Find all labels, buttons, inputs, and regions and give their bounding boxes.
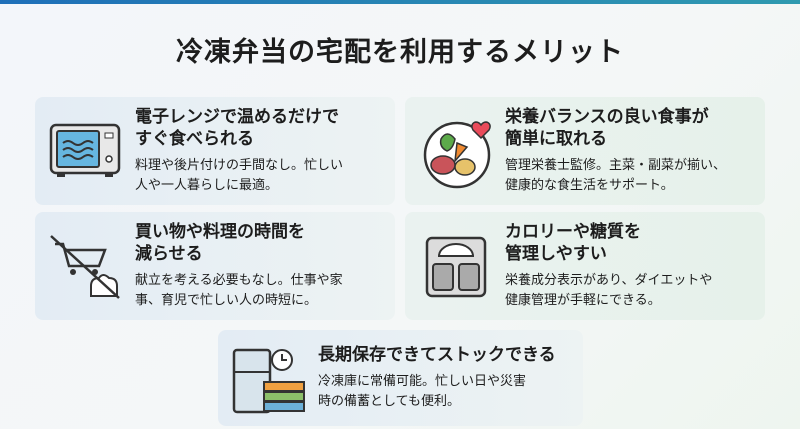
card-description: 料理や後片付けの手間なし。忙しい 人や一人暮らしに最適。 [135,158,344,193]
no-shopping-cooking-icon [50,235,120,299]
benefit-card-nutrition: 栄養バランスの良い食事が 簡単に取れる 管理栄養士監修。主菜・副菜が揃い、 健康… [405,97,765,205]
card-description: 管理栄養士監修。主菜・副菜が揃い、 健康的な食生活をサポート。 [505,158,727,193]
benefit-card-microwave: 電子レンジで温めるだけで すぐ食べられる 料理や後片付けの手間なし。忙しい 人や… [35,97,395,205]
card-heading: カロリーや糖質を 管理しやすい [505,222,641,264]
card-heading: 電子レンジで温めるだけで すぐ食べられる [135,107,339,149]
balanced-plate-icon [423,121,491,189]
freezer-stock-icon [232,348,305,414]
card-heading: 栄養バランスの良い食事が 簡単に取れる [505,107,709,149]
page-title: 冷凍弁当の宅配を利用するメリット [176,37,624,68]
microwave-icon [49,123,121,177]
card-heading: 長期保存できてストックできる [318,345,556,365]
benefit-card-storage: 長期保存できてストックできる 冷凍庫に常備可能。忙しい日や災害 時の備蓄としても… [218,330,583,426]
benefit-card-calorie: カロリーや糖質を 管理しやすい 栄養成分表示があり、ダイエットや 健康管理が手軽… [405,212,765,320]
card-heading: 買い物や料理の時間を 減らせる [135,222,305,264]
card-description: 献立を考える必要もなし。仕事や家 事、育児で忙しい人の時短に。 [135,273,343,308]
scale-icon [425,236,487,298]
top-accent-bar [0,0,800,4]
benefit-card-time-saving: 買い物や料理の時間を 減らせる 献立を考える必要もなし。仕事や家 事、育児で忙し… [35,212,395,320]
card-description: 冷凍庫に常備可能。忙しい日や災害 時の備蓄としても便利。 [318,374,527,409]
card-description: 栄養成分表示があり、ダイエットや 健康管理が手軽にできる。 [505,273,713,308]
